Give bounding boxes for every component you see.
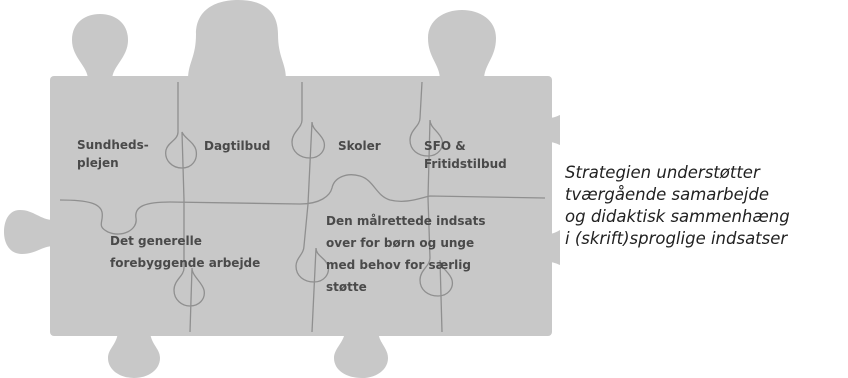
vertical-seam-1 [165,82,205,333]
piece-sundhedsplejen-line-1: Sundheds- [77,138,149,152]
piece-sundhedsplejen: Sundheds- plejen [77,138,153,170]
piece-sfo-fritidstilbud: SFO & Fritidstilbud [424,139,507,171]
horizontal-seam [59,174,546,235]
piece-den-maalrettede: Den målrettede indsats over for børn og … [326,214,490,294]
piece-generelle-line-1: Det generelle [110,234,202,248]
piece-skoler-line-1: Skoler [338,139,381,153]
piece-maalrettede-line-1: Den målrettede indsats [326,214,485,228]
piece-dagtilbud-line-1: Dagtilbud [204,139,270,153]
piece-sfo-line-2: Fritidstilbud [424,157,507,171]
piece-generelle-line-2: forebyggende arbejde [110,256,260,270]
caption-line-4: i (skrift)sproglige indsatser [565,229,788,248]
piece-sundhedsplejen-line-2: plejen [77,156,119,170]
piece-det-generelle: Det generelle forebyggende arbejde [110,234,260,270]
strategy-caption: Strategien understøtter tværgående samar… [565,162,848,250]
piece-maalrettede-line-4: støtte [326,280,367,294]
caption-line-3: og didaktisk sammenhæng [565,207,790,226]
piece-skoler: Skoler [338,139,381,153]
caption-line-1: Strategien understøtter [565,163,760,182]
puzzle-seams [59,81,546,333]
piece-dagtilbud: Dagtilbud [204,139,270,153]
puzzle-diagram: Sundheds- plejen Dagtilbud Skoler SFO & … [4,0,560,378]
piece-sfo-line-1: SFO & [424,139,466,153]
caption-line-2: tværgående samarbejde [565,185,770,204]
vertical-seam-3 [409,81,454,333]
piece-maalrettede-line-3: med behov for særlig [326,258,471,272]
puzzle-silhouette [4,0,560,378]
vertical-seam-2 [291,82,330,333]
piece-maalrettede-line-2: over for børn og unge [326,236,474,250]
